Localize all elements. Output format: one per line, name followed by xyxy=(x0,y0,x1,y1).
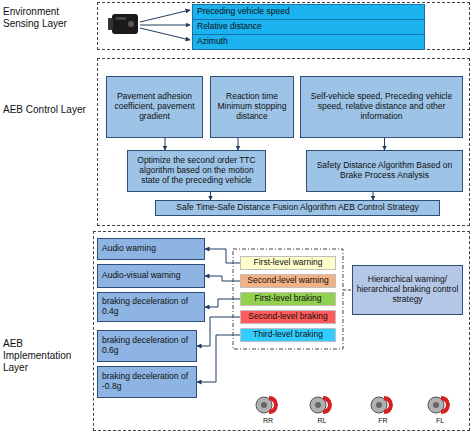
level-bar: First-level warning xyxy=(240,256,336,270)
box-text: Relative distance xyxy=(197,22,262,32)
wheel-label: RL xyxy=(318,417,327,424)
box-text: braking deceleration of -0.8g xyxy=(102,372,193,392)
wheel-label: RR xyxy=(263,417,273,424)
connector xyxy=(210,192,211,200)
box-text: Safety Distance Algorithm Based on Brake… xyxy=(310,161,459,181)
connector xyxy=(205,299,240,307)
control-process-box: Reaction time Minimum stopping distance xyxy=(210,76,294,138)
box-text: Audio-visual warning xyxy=(102,271,180,281)
action-box: Audio warning xyxy=(97,238,205,260)
wheel-label: FR xyxy=(378,417,387,424)
connector xyxy=(373,192,374,200)
layer-region: AEB Control LayerPavement adhesion coeff… xyxy=(97,58,470,226)
action-box: braking deceleration of 0.6g xyxy=(97,330,197,362)
level-bar: Second-level warning xyxy=(240,274,336,288)
layer-region: Environment Sensing LayerPreceding vehic… xyxy=(97,2,470,50)
connector xyxy=(205,249,240,263)
sensor-arrows xyxy=(140,10,190,40)
layer-region: AEB Implementation LayerAudio warningAud… xyxy=(93,231,470,431)
connector xyxy=(165,138,166,150)
box-text: Safe Time-Safe Distance Fusion Algorithm… xyxy=(176,203,418,213)
control-process-box: Self-vehicle speed, Preceding vehicle sp… xyxy=(300,76,463,138)
brake-icons xyxy=(256,396,450,414)
radar-sensor-icon xyxy=(108,14,138,34)
action-box: braking deceleration of -0.8g xyxy=(97,366,197,398)
wheel-label: FL xyxy=(436,417,444,424)
control-process-box: Pavement adhesion coefficient, pavement … xyxy=(106,76,203,138)
sensing-output-box: Preceding vehicle speed xyxy=(192,4,425,20)
box-text: Audio warning xyxy=(102,244,156,254)
box-text: Second-level warning xyxy=(247,276,328,286)
box-text: Pavement adhesion coefficient, pavement … xyxy=(110,92,199,121)
box-text: braking deceleration of 0.6g xyxy=(102,336,193,356)
sensing-output-box: Relative distance xyxy=(192,19,425,35)
box-text: First-level warning xyxy=(254,258,323,268)
sensing-output-box: Azimuth xyxy=(192,34,425,50)
box-text: Second-level braking xyxy=(248,312,327,322)
control-process-box: Safe Time-Safe Distance Fusion Algorithm… xyxy=(155,200,440,216)
level-bar: Second-level braking xyxy=(240,310,336,324)
box-text: Preceding vehicle speed xyxy=(197,7,290,17)
box-text: Azimuth xyxy=(197,37,228,47)
layer-title: Environment Sensing Layer xyxy=(3,6,93,30)
connector xyxy=(238,138,239,150)
level-group-border xyxy=(233,249,343,349)
level-bar: Third-level braking xyxy=(240,328,336,342)
layer-title: AEB Control Layer xyxy=(3,104,93,116)
connector xyxy=(205,276,240,281)
control-process-box: Safety Distance Algorithm Based on Brake… xyxy=(306,150,463,192)
box-text: braking deceleration of 0.4g xyxy=(102,297,201,317)
group-link-line xyxy=(343,290,352,291)
box-text: Hierarchical warning/ hierarchical braki… xyxy=(356,275,459,304)
box-text: Reaction time Minimum stopping distance xyxy=(214,92,290,121)
box-text: Third-level braking xyxy=(253,330,323,340)
level-bar: First-level braking xyxy=(240,292,336,306)
layer-title: AEB Implementation Layer xyxy=(3,338,91,374)
box-text: First-level braking xyxy=(254,294,321,304)
action-box: braking deceleration of 0.4g xyxy=(97,292,205,322)
box-text: Self-vehicle speed, Preceding vehicle sp… xyxy=(304,92,459,121)
control-process-box: Optimize the second order TTC algorithm … xyxy=(127,150,266,192)
action-box: Audio-visual warning xyxy=(97,264,205,288)
box-text: Optimize the second order TTC algorithm … xyxy=(131,156,262,185)
connector xyxy=(197,335,240,382)
connector xyxy=(384,138,385,150)
strategy-box: Hierarchical warning/ hierarchical braki… xyxy=(352,265,463,315)
